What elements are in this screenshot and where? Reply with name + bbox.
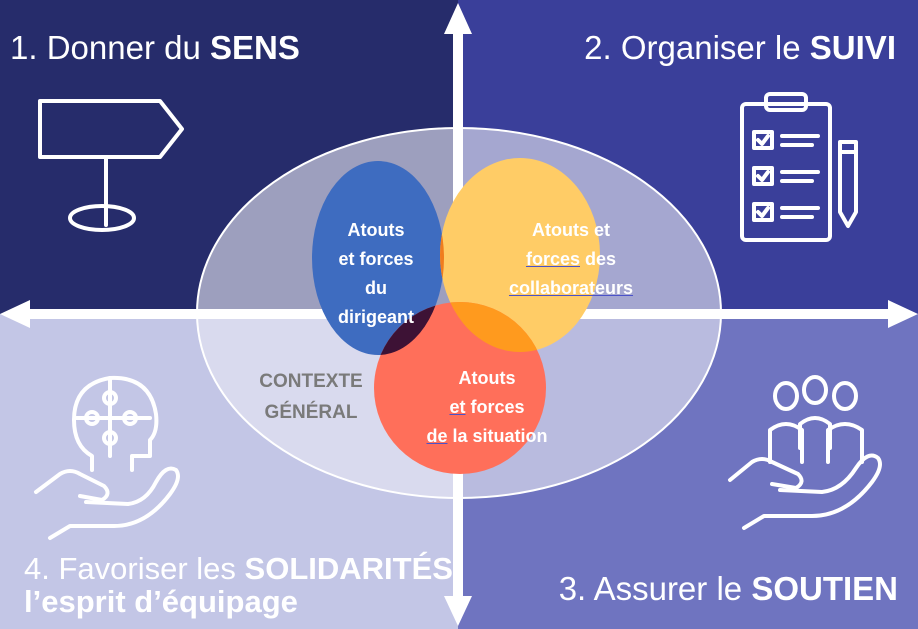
label-situation-forces: forces xyxy=(465,397,525,417)
title-soutien-number: 3. xyxy=(558,570,587,607)
title-soutien: 3. Assurer le SOUTIEN xyxy=(559,570,898,608)
title-suivi: 2. Organiser le SUIVI xyxy=(584,29,896,67)
label-general: GÉNÉRAL xyxy=(264,402,358,423)
label-dirigeant: Atouts et forces du dirigeant xyxy=(326,216,426,332)
title-solidarites-number: 4. xyxy=(24,551,50,586)
title-sens: 1. Donner du SENS xyxy=(10,29,300,67)
title-sens-text: Donner du xyxy=(46,29,201,66)
title-solidarites-line2: l’esprit d’équipage xyxy=(24,584,298,619)
label-contexte-general: CONTEXTE GÉNÉRAL xyxy=(238,366,384,428)
clipboard-checklist-icon xyxy=(740,92,858,242)
circle-collaborateurs xyxy=(440,158,600,352)
label-situation-line3: de la situation xyxy=(408,422,566,451)
label-contexte: CONTEXTE xyxy=(259,371,363,392)
title-suivi-keyword: SUIVI xyxy=(809,29,896,66)
title-suivi-text: Organiser le xyxy=(620,29,801,66)
label-dirigeant-line2: et forces xyxy=(338,249,414,269)
label-dirigeant-line1: Atouts xyxy=(347,220,405,240)
signpost-icon xyxy=(38,99,184,232)
label-collaborateurs-line3: collaborateurs xyxy=(508,278,634,298)
title-solidarites: 4. Favoriser les SOLIDARITÉS,l’esprit d’… xyxy=(24,552,462,618)
label-situation-rest: la situation xyxy=(447,426,548,446)
title-suivi-number: 2. xyxy=(584,29,612,66)
label-situation-line2: et forces xyxy=(408,393,566,422)
label-dirigeant-line4: dirigeant xyxy=(337,307,414,327)
label-situation: Atouts et forces de la situation xyxy=(408,364,566,451)
hand-supporting-people-icon xyxy=(728,375,882,530)
hand-holding-puzzle-head-icon xyxy=(34,375,180,540)
title-soutien-text: Assurer le xyxy=(593,570,743,607)
label-collaborateurs-des: des xyxy=(580,249,617,269)
title-soutien-keyword: SOUTIEN xyxy=(751,570,898,607)
title-sens-keyword: SENS xyxy=(209,29,300,66)
label-collaborateurs: Atouts et forces des collaborateurs xyxy=(496,216,646,303)
label-collaborateurs-line1: Atouts et xyxy=(532,220,610,240)
label-collaborateurs-line2: forces des xyxy=(496,245,646,274)
label-dirigeant-line3: du xyxy=(365,278,387,298)
title-solidarites-keyword: SOLIDARITÉS, xyxy=(244,551,462,586)
circle-dirigeant xyxy=(312,161,444,355)
overlap-collaborateurs-situation xyxy=(440,302,546,352)
label-situation-line1: Atouts xyxy=(458,368,516,388)
title-solidarites-text: Favoriser les xyxy=(58,551,236,586)
label-collaborateurs-forces: forces xyxy=(525,249,580,269)
label-situation-de: de xyxy=(426,426,448,446)
label-situation-et: et xyxy=(449,397,466,417)
title-sens-number: 1. xyxy=(10,29,38,66)
